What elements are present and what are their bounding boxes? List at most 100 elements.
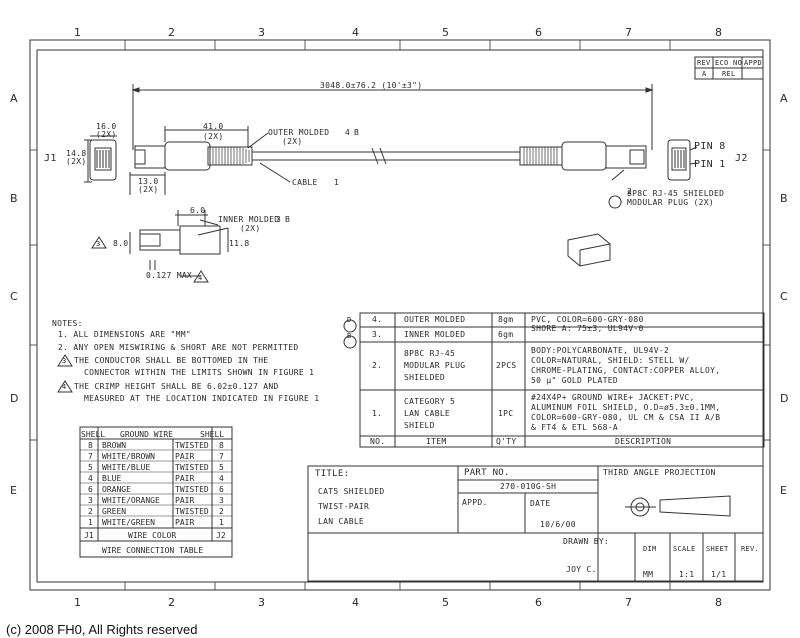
- zone-col-6-bottom: 6: [535, 596, 542, 609]
- zone-row-e-right: E: [780, 484, 787, 497]
- zone-row-c: C: [10, 290, 18, 303]
- part-no-value: 270-010G-SH: [500, 482, 557, 491]
- date-value: 10/6/00: [540, 520, 576, 529]
- sheet-value: 1/1: [711, 570, 727, 579]
- label-pin1: PIN 1: [694, 159, 726, 170]
- copyright-text: (c) 2008 FH0, All Rights reserved: [6, 622, 198, 637]
- dim-13: 13.0: [138, 177, 159, 186]
- zone-col-1: 1: [74, 26, 81, 39]
- zone-col-5: 5: [442, 26, 449, 39]
- bom-row3-item: INNER MOLDED: [404, 330, 466, 339]
- rev-value: A: [702, 70, 707, 78]
- label-cable: CABLE: [292, 178, 318, 187]
- title-line2: TWIST-PAIR: [318, 502, 370, 511]
- balloon-1: 1: [334, 178, 340, 187]
- bom-row1-item3: SHIELD: [404, 421, 435, 430]
- zone-col-3: 3: [258, 26, 265, 39]
- dim-13-sub: (2X): [138, 185, 159, 194]
- wire-row-4-left: 4: [88, 474, 93, 483]
- zone-col-2-bottom: 2: [168, 596, 175, 609]
- bom-header-desc: DESCRIPTION: [615, 437, 672, 446]
- wire-footer-j1: J1: [84, 531, 94, 540]
- bom-row1-qty: 1PC: [498, 409, 514, 418]
- bom-row1-desc3: COLOR=600-GRY-080, UL CM & CSA II A/B: [531, 413, 721, 422]
- dim-0127-max: 0.127 MAX: [146, 271, 193, 280]
- dim-16: 16.0: [96, 122, 117, 131]
- plug-label-line2: MODULAR PLUG (2X): [627, 198, 714, 207]
- note-4-line2: MEASURED AT THE LOCATION INDICATED IN FI…: [84, 394, 320, 403]
- note-3-marker: 3: [62, 357, 67, 365]
- balloon-b-outer: B: [354, 128, 360, 137]
- dim-14-8-sub: (2X): [66, 157, 87, 166]
- zone-row-d-right: D: [780, 392, 789, 405]
- dim-6: 6.0: [190, 206, 206, 215]
- bom-row1-item2: LAN CABLE: [404, 409, 451, 418]
- wire-row-7-twist: TWISTED: [175, 507, 209, 516]
- wire-row-6-right: 3: [219, 496, 224, 505]
- zone-col-6: 6: [535, 26, 542, 39]
- sheet-label: SHEET: [706, 545, 729, 553]
- zone-col-8-bottom: 8: [715, 596, 722, 609]
- note-4-line1: THE CRIMP HEIGHT SHALL BE 6.02±0.127 AND: [74, 382, 279, 391]
- wire-row-3-right: 5: [219, 463, 224, 472]
- wire-row-1-left: 8: [88, 441, 93, 450]
- wire-header-shell-left: SHELL: [81, 430, 106, 439]
- bom-row2-desc2: COLOR=NATURAL, SHIELD: STELL W/: [531, 356, 690, 365]
- zone-row-c-right: C: [780, 290, 788, 303]
- overall-length-dim: 3048.0±76.2 (10'±3"): [320, 81, 423, 90]
- dim-11-8: 11.8: [229, 239, 250, 248]
- wire-row-8-right: 1: [219, 518, 224, 527]
- bom-row4-desc: PVC, COLOR=600-GRY-080: [531, 315, 644, 324]
- rel-value: REL: [722, 70, 736, 78]
- bom-tag-d: D: [347, 316, 352, 324]
- wire-row-5-right: 6: [219, 485, 224, 494]
- zone-row-a-right: A: [780, 92, 788, 105]
- wire-row-2-twist: PAIR: [175, 452, 195, 461]
- balloon-4: 4: [345, 128, 351, 137]
- bom-tag-b: B: [347, 332, 352, 340]
- bom-header-no: NO.: [370, 437, 386, 446]
- wire-row-3-twist: TWISTED: [175, 463, 209, 472]
- zone-col-1-bottom: 1: [74, 596, 81, 609]
- wire-row-5-twist: TWISTED: [175, 485, 209, 494]
- date-label: DATE: [530, 499, 551, 508]
- zone-row-a: A: [10, 92, 18, 105]
- wire-table-caption: WIRE CONNECTION TABLE: [102, 546, 204, 555]
- zone-col-7: 7: [625, 26, 632, 39]
- bom-header-qty: Q'TY: [496, 437, 517, 446]
- wire-row-4-right: 4: [219, 474, 224, 483]
- dim-41-sub: (2X): [203, 132, 224, 141]
- bom-row4-no: 4.: [372, 315, 383, 324]
- bom-row2-item2: MODULAR PLUG: [404, 361, 466, 370]
- wire-row-6-color: WHITE/ORANGE: [102, 496, 160, 505]
- label-inner-molded-sub: (2X): [240, 224, 261, 233]
- bom-row4-item: OUTER MOLDED: [404, 315, 466, 324]
- label-outer-molded-sub: (2X): [282, 137, 303, 146]
- zone-row-e: E: [10, 484, 17, 497]
- bom-row4-qty: 8gm: [498, 315, 514, 324]
- dim-14-8: 14.8: [66, 149, 87, 158]
- zone-col-8: 8: [715, 26, 722, 39]
- notes-title: NOTES:: [52, 319, 83, 328]
- note-1: 1. ALL DIMENSIONS ARE "MM": [58, 330, 192, 339]
- zone-col-7-bottom: 7: [625, 596, 632, 609]
- wire-row-2-color: WHITE/BROWN: [102, 452, 155, 461]
- bom-row3-qty: 6gm: [498, 330, 514, 339]
- wire-footer-j2: J2: [216, 531, 226, 540]
- part-no-label: PART NO.: [464, 468, 510, 478]
- scale-label: SCALE: [673, 545, 696, 553]
- appd-label: APPD.: [462, 498, 488, 507]
- wire-row-2-right: 7: [219, 452, 224, 461]
- wire-row-6-left: 3: [88, 496, 93, 505]
- drawn-by-value: JOY C.: [566, 565, 597, 574]
- dim-label: DIM: [643, 545, 657, 553]
- bom-row2-no: 2.: [372, 361, 383, 370]
- wire-row-4-twist: PAIR: [175, 474, 195, 483]
- bom-row2-desc1: BODY:POLYCARBONATE, UL94V-2: [531, 346, 670, 355]
- zone-row-b-right: B: [780, 192, 788, 205]
- appd-header: APPD: [744, 59, 763, 67]
- zone-col-2: 2: [168, 26, 175, 39]
- wire-row-8-twist: PAIR: [175, 518, 195, 527]
- bom-row1-desc1: #24X4P+ GROUND WIRE+ JACKET:PVC,: [531, 393, 695, 402]
